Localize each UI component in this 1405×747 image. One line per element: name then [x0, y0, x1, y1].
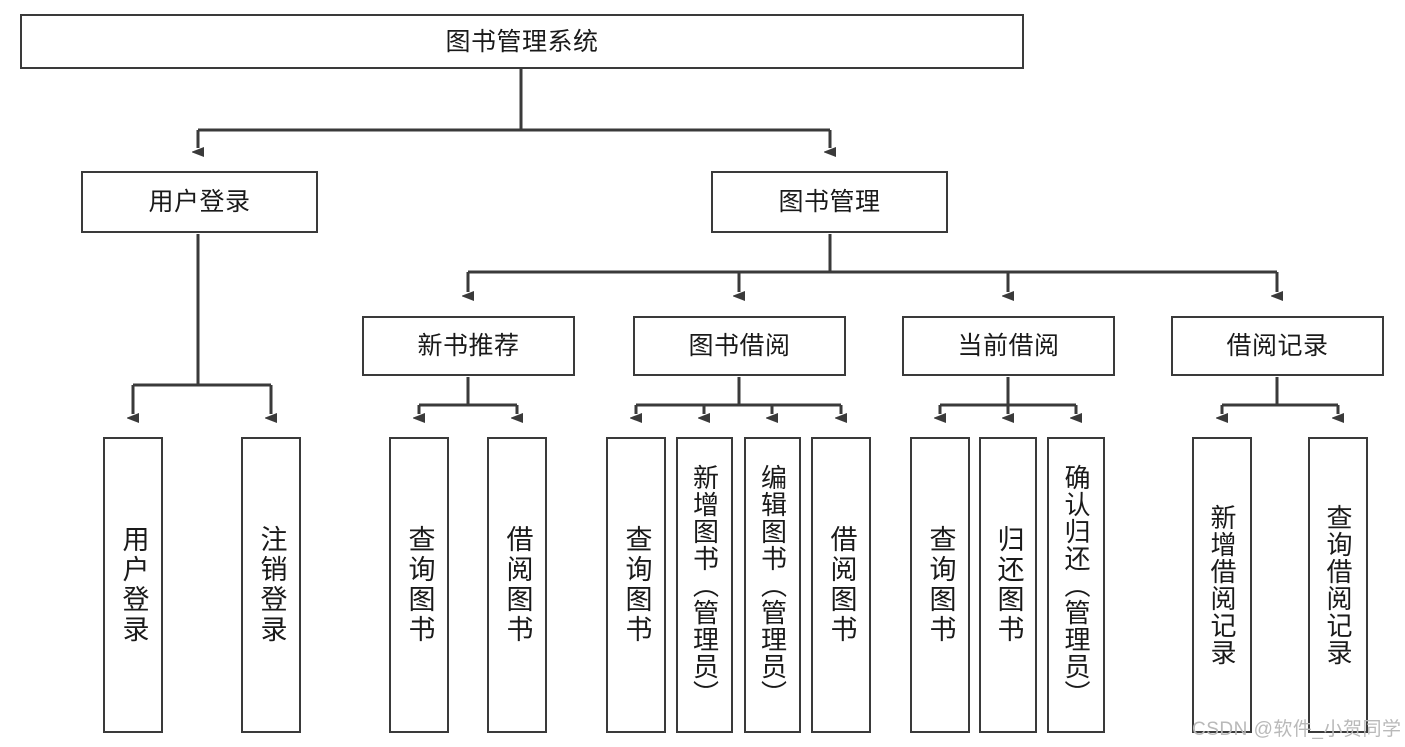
node-label: 图书借阅 — [688, 332, 791, 360]
node-label: 用户登录 — [118, 525, 149, 645]
node-label: 编辑图书（管理员） — [757, 463, 788, 707]
node-label: 查询图书 — [404, 525, 435, 645]
node-label: 借阅图书 — [826, 525, 857, 645]
leaf-add-borrow-record[interactable]: 新增借阅记录 — [1192, 437, 1252, 733]
node-label: 查询图书 — [621, 525, 652, 645]
node-book-management[interactable]: 图书管理 — [711, 171, 948, 233]
leaf-query-books-recommendation[interactable]: 查询图书 — [389, 437, 449, 733]
node-label: 新增图书（管理员） — [689, 463, 720, 707]
leaf-user-login[interactable]: 用户登录 — [103, 437, 163, 733]
node-label: 图书管理 — [778, 188, 881, 216]
node-label: 注销登录 — [256, 525, 287, 645]
leaf-return-books[interactable]: 归还图书 — [979, 437, 1037, 733]
node-new-book-recommendation[interactable]: 新书推荐 — [362, 316, 575, 376]
node-label: 新增借阅记录 — [1207, 504, 1237, 666]
node-label: 确认归还（管理员） — [1061, 463, 1091, 707]
node-book-borrowing[interactable]: 图书借阅 — [633, 316, 846, 376]
node-label: 查询借阅记录 — [1323, 504, 1353, 666]
node-label: 用户登录 — [148, 188, 251, 216]
leaf-query-borrow-record[interactable]: 查询借阅记录 — [1308, 437, 1368, 733]
leaf-confirm-return-admin[interactable]: 确认归还（管理员） — [1047, 437, 1105, 733]
node-current-borrowing[interactable]: 当前借阅 — [902, 316, 1115, 376]
node-label: 归还图书 — [993, 525, 1024, 645]
leaf-borrow-books-borrowing[interactable]: 借阅图书 — [811, 437, 871, 733]
leaf-borrow-books-recommendation[interactable]: 借阅图书 — [487, 437, 547, 733]
leaf-add-book-admin[interactable]: 新增图书（管理员） — [676, 437, 733, 733]
node-label: 借阅图书 — [502, 525, 533, 645]
node-user-login[interactable]: 用户登录 — [81, 171, 318, 233]
leaf-query-books-borrowing[interactable]: 查询图书 — [606, 437, 666, 733]
node-borrow-records[interactable]: 借阅记录 — [1171, 316, 1384, 376]
csdn-watermark: CSDN @软件_小贺同学 — [1192, 719, 1402, 740]
node-label: 新书推荐 — [417, 332, 520, 360]
leaf-edit-book-admin[interactable]: 编辑图书（管理员） — [744, 437, 801, 733]
leaf-query-books-current[interactable]: 查询图书 — [910, 437, 970, 733]
node-label: 图书管理系统 — [445, 27, 599, 56]
node-root-system[interactable]: 图书管理系统 — [20, 14, 1024, 69]
node-label: 借阅记录 — [1226, 332, 1329, 360]
node-label: 当前借阅 — [957, 332, 1060, 360]
node-label: 查询图书 — [925, 525, 956, 645]
leaf-user-logout[interactable]: 注销登录 — [241, 437, 301, 733]
